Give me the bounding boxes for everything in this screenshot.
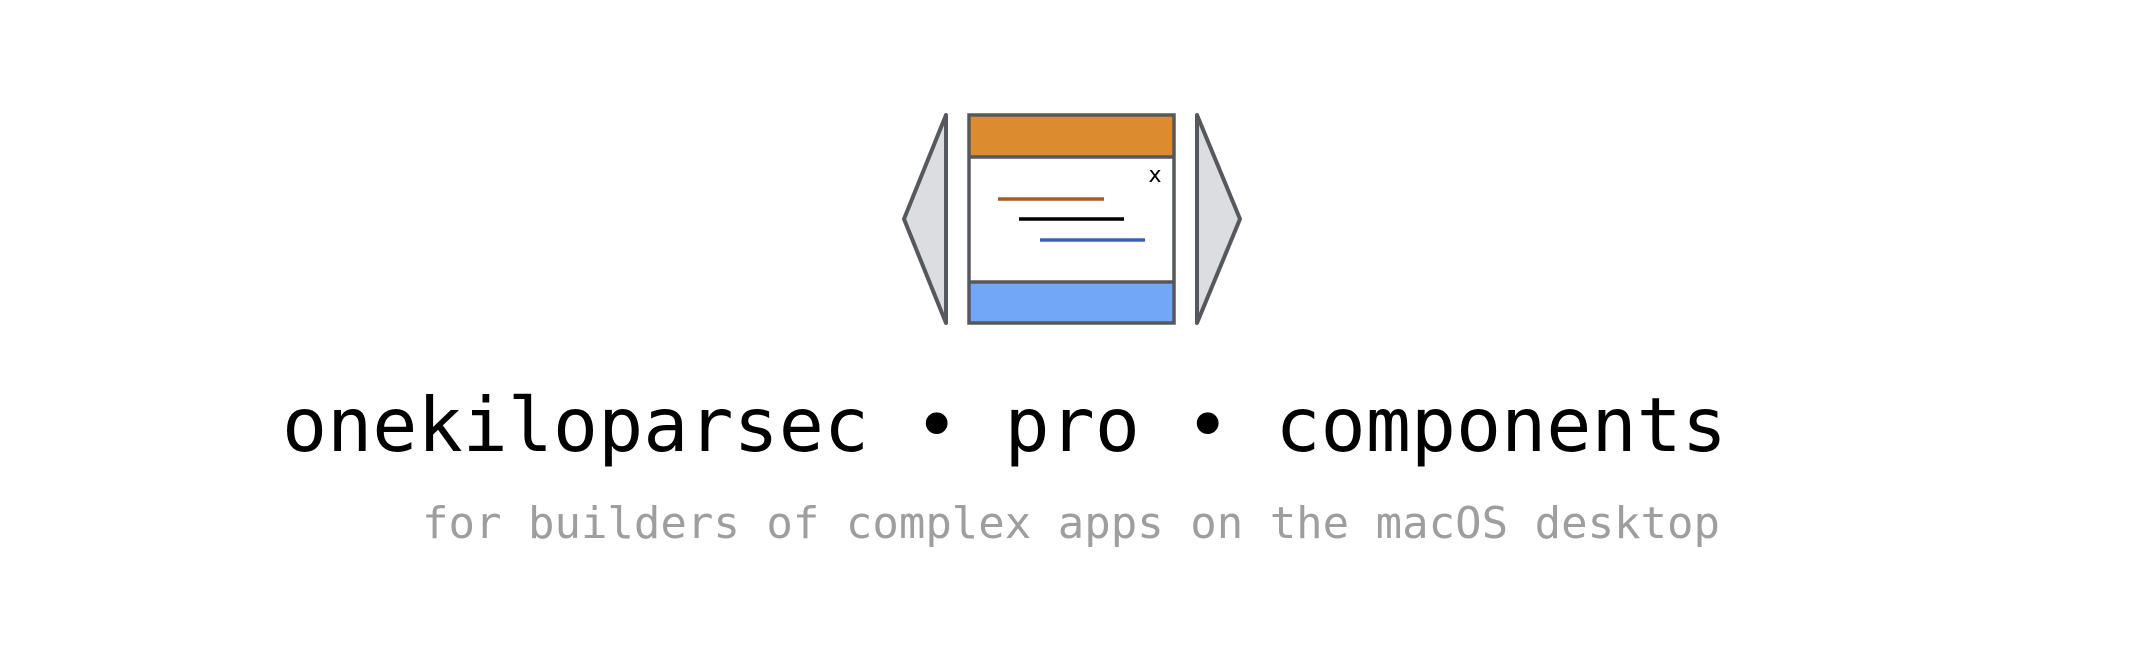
page-subtitle: for builders of complex apps on the macO… [422,498,1721,549]
window-title-bar [969,115,1174,157]
close-icon: x [1148,163,1161,188]
window-frame [967,113,1176,325]
right-panel-icon [1195,113,1242,325]
window-footer-bar [969,282,1174,323]
page-title: onekiloparsec • pro • components [282,381,1727,469]
left-panel-icon [902,113,948,325]
